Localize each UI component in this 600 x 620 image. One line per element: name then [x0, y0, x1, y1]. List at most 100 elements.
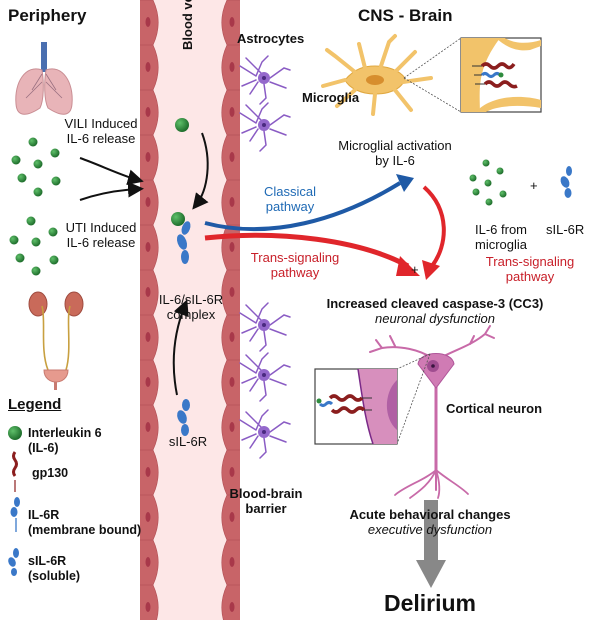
- blood-vessel-label: Blood vessel: [180, 0, 195, 50]
- cc3-line1: Increased cleaved caspase-3 (CC3): [326, 296, 544, 311]
- legend-gp130-icon: [12, 451, 18, 492]
- plus-center: +: [411, 262, 419, 277]
- il6-dot: [469, 174, 477, 182]
- endothelial-cell: [152, 44, 159, 91]
- trans-microglia-arrowhead: [422, 260, 440, 280]
- astrocyte: [239, 55, 291, 105]
- vili-label: VILI Induced IL-6 release: [62, 116, 140, 146]
- sil6r-vessel-label: sIL-6R: [168, 434, 208, 449]
- il6-cluster-microglia: [469, 159, 507, 206]
- legend-item-gp130: gp130: [26, 466, 68, 481]
- classical-pathway-label: Classical pathway: [245, 184, 335, 214]
- bbb-label: Blood-brain barrier: [226, 486, 306, 516]
- bbb-line2: barrier: [245, 501, 287, 516]
- behavior-label: Acute behavioral changes executive dysfu…: [335, 507, 525, 537]
- il6-from-microglia-label: IL-6 from microglia: [463, 222, 539, 252]
- cell-nucleus: [145, 107, 151, 117]
- il6-dot: [50, 148, 60, 158]
- cell-nucleus: [145, 197, 151, 207]
- il6-dot: [28, 137, 38, 147]
- endothelial-cell: [221, 494, 228, 541]
- trans-pathway-left-label: Trans-signaling pathway: [240, 250, 350, 280]
- legend-il6-line1: Interleukin 6: [28, 426, 102, 440]
- cell-nucleus: [145, 62, 151, 72]
- legend-item-sil6r-text: sIL-6R (soluble): [28, 554, 80, 584]
- astrocyte: [239, 302, 291, 352]
- cell-nucleus: [229, 242, 235, 252]
- complex-line2: complex: [166, 307, 216, 322]
- endothelial-cell: [152, 179, 159, 226]
- delirium-arrow-shaft: [424, 500, 438, 565]
- classical-pathway-arrow: [204, 181, 402, 232]
- endothelial-cell: [152, 449, 159, 496]
- cell-nucleus: [145, 152, 151, 162]
- astrocytes-label: Astrocytes: [237, 31, 305, 46]
- il6-dot: [482, 159, 490, 167]
- cell-nucleus: [145, 377, 151, 387]
- legend-sil6r-icon: [8, 548, 19, 576]
- cns-heading: CNS - Brain: [358, 6, 453, 25]
- il6-dot: [472, 188, 480, 196]
- endothelial-cell: [152, 494, 159, 541]
- il6-dot: [485, 198, 493, 206]
- il6-dot: [11, 155, 21, 165]
- vili-line2: IL-6 release: [66, 131, 136, 146]
- legend-sil6r-line1: sIL-6R: [28, 554, 67, 568]
- sil6r-molecule: [177, 399, 190, 436]
- endothelial-cell: [152, 359, 159, 406]
- endothelial-cell: [221, 539, 228, 586]
- legend-item-il6: Interleukin 6 (IL-6): [22, 426, 102, 456]
- il6-dot: [26, 216, 36, 226]
- sil6r-right-label: sIL-6R: [546, 222, 585, 237]
- endothelial-cell: [152, 584, 159, 620]
- legend-item-il6r-text: IL-6R (membrane bound): [28, 508, 141, 538]
- endothelial-cell: [152, 0, 159, 46]
- microglial-activation-line2: by IL-6: [375, 153, 415, 168]
- il6-dot: [49, 255, 59, 265]
- cell-nucleus: [229, 152, 235, 162]
- endothelial-cell: [152, 89, 159, 136]
- cell-nucleus: [145, 332, 151, 342]
- trans-signaling-arrow-left: [204, 232, 410, 269]
- astrocytes-group: [239, 55, 291, 459]
- astrocyte: [239, 102, 291, 152]
- legend-il6-line2: (IL-6): [28, 441, 59, 455]
- classical-line1: Classical: [263, 184, 316, 199]
- endothelial-cell: [221, 0, 228, 46]
- trans-left-line2: pathway: [270, 265, 320, 280]
- cc3-line2: neuronal dysfunction: [375, 311, 495, 326]
- complex-label: IL-6/sIL-6R complex: [148, 292, 234, 322]
- delirium-label: Delirium: [383, 590, 477, 616]
- microglia-label: Microglia: [302, 90, 360, 105]
- il6-cluster-uti: [9, 216, 59, 276]
- vili-line1: VILI Induced: [64, 116, 138, 131]
- behavior-line2: executive dysfunction: [367, 522, 493, 537]
- uti-line1: UTI Induced: [65, 220, 137, 235]
- neuron-receptor-inset: [314, 353, 431, 445]
- cortical-neuron-label: Cortical neuron: [446, 401, 543, 416]
- astrocyte: [239, 352, 291, 402]
- legend-item-il6r: IL-6R (membrane bound): [22, 508, 141, 538]
- cortical-neuron: [369, 325, 495, 499]
- cell-nucleus: [229, 602, 235, 612]
- il6-dot: [484, 179, 492, 187]
- il6-from-line1: IL-6 from: [474, 222, 527, 237]
- il6-dot: [33, 187, 43, 197]
- trans-pathway-right-label: Trans-signaling pathway: [470, 254, 590, 284]
- cell-nucleus: [145, 17, 151, 27]
- endothelial-cell: [221, 584, 228, 620]
- cell-nucleus: [229, 377, 235, 387]
- cell-nucleus: [145, 287, 151, 297]
- il6-dot: [496, 167, 504, 175]
- classical-line2: pathway: [265, 199, 315, 214]
- legend-il6r-icon: [10, 497, 20, 532]
- il6-dot: [48, 227, 58, 237]
- endothelial-cell: [152, 539, 159, 586]
- plus-sign: +: [530, 178, 538, 193]
- endothelial-cell: [152, 269, 159, 316]
- legend-il6-icon: [8, 426, 22, 440]
- legend-gp130-text: gp130: [32, 466, 69, 480]
- endothelial-cell: [152, 224, 159, 271]
- cell-nucleus: [145, 422, 151, 432]
